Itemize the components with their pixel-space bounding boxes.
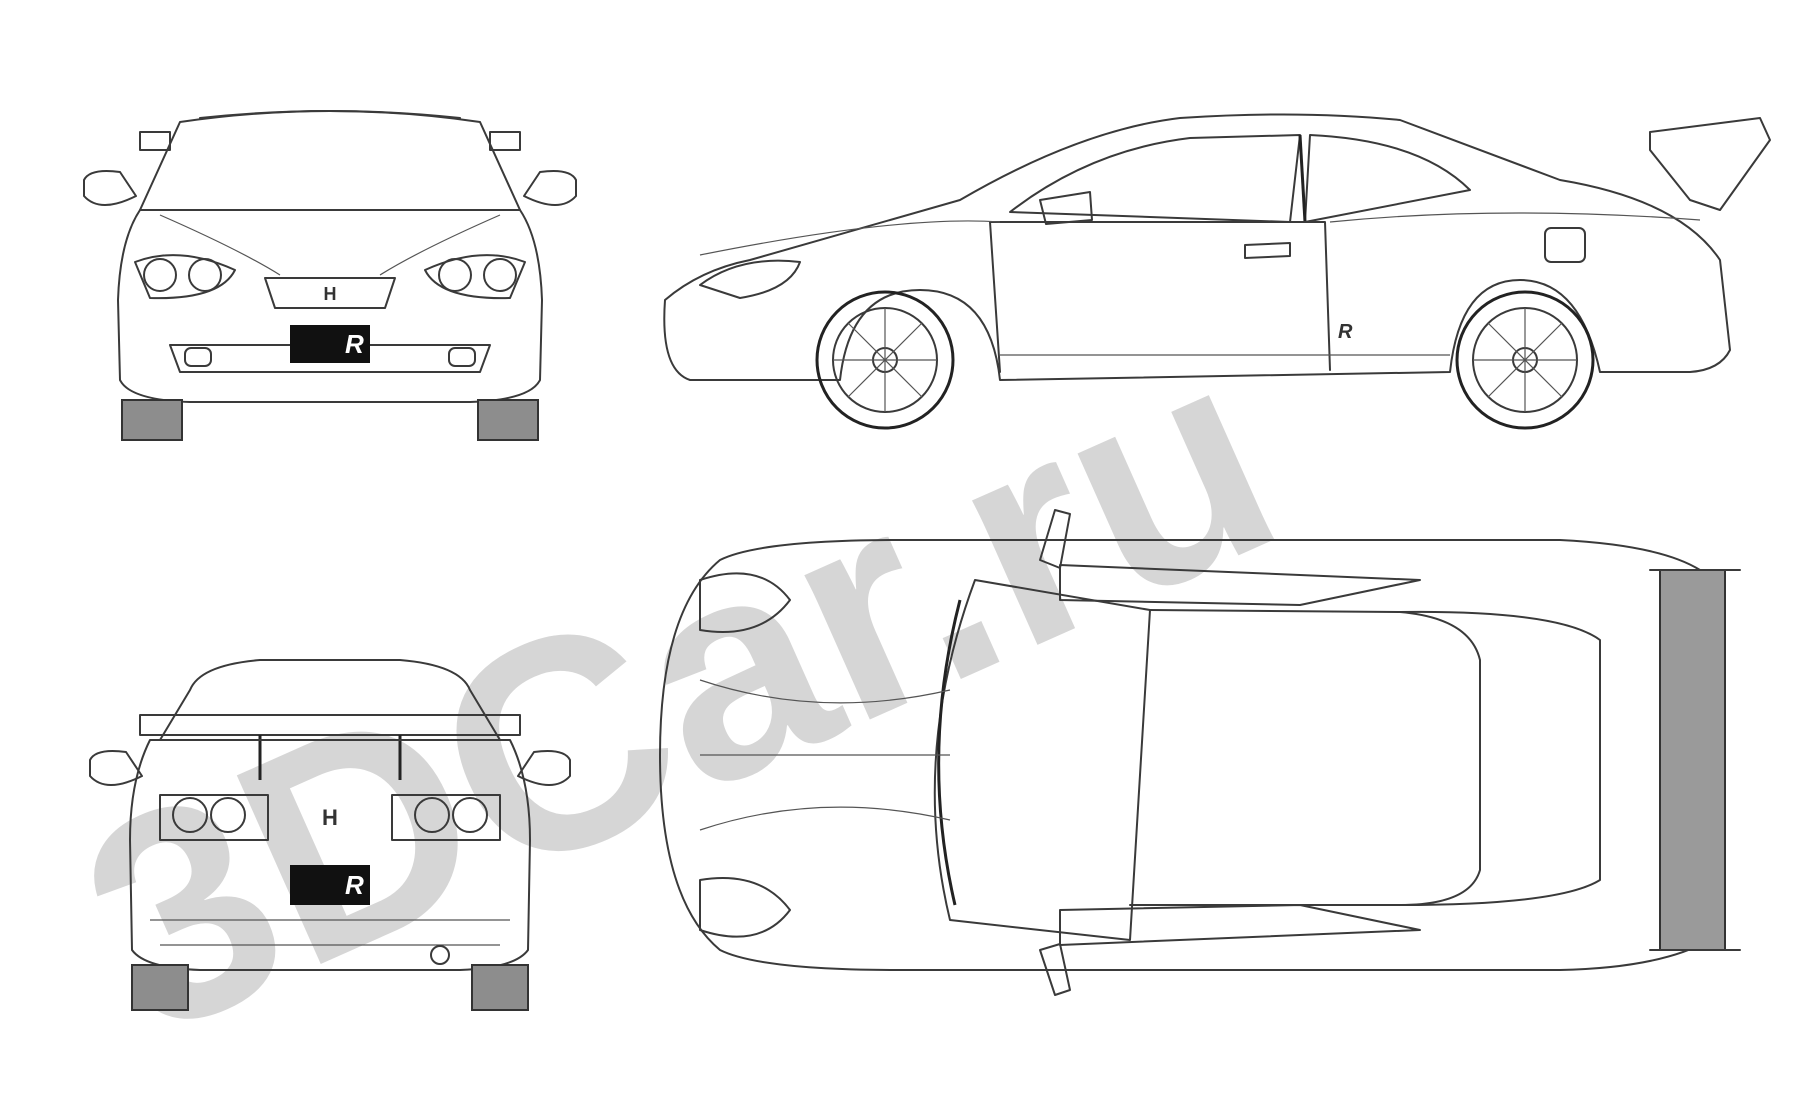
- side-wheel-rear: [1455, 290, 1595, 430]
- front-tyre-left: [121, 399, 183, 441]
- front-plate-badge: R: [345, 329, 364, 359]
- top-rear-wing: [1659, 569, 1726, 951]
- side-b-pillar: [1298, 134, 1307, 223]
- rear-taillight-l2: [210, 797, 246, 833]
- rear-wing-plane: [139, 714, 521, 736]
- rear-view: H R: [89, 659, 571, 1011]
- front-grille: [264, 277, 396, 309]
- front-roofline: [199, 110, 461, 119]
- rear-tyre-left: [131, 964, 189, 1011]
- rear-wing-stands: [258, 735, 402, 780]
- front-bumper-intake: [169, 344, 491, 373]
- rear-taillight-right-housing: [391, 794, 501, 841]
- front-wing-right: [489, 131, 521, 151]
- top-mirror-left: [1039, 509, 1071, 569]
- rear-license-plate: [290, 865, 370, 905]
- rear-taillight-r1: [414, 797, 450, 833]
- front-body: [117, 209, 543, 403]
- top-wiper: [937, 599, 962, 906]
- front-headlight-l1: [143, 258, 177, 292]
- rear-taillight-l1: [172, 797, 208, 833]
- top-view: [659, 509, 1741, 996]
- side-rear-window: [1304, 134, 1471, 223]
- front-tyre-right: [477, 399, 539, 441]
- side-door-lines: [989, 221, 1331, 373]
- front-honda-emblem: H: [324, 284, 337, 304]
- top-rear-glass: [1399, 610, 1601, 906]
- rear-plate-badge: R: [345, 870, 364, 900]
- side-mirror: [1039, 191, 1093, 225]
- side-rear-wing: [1649, 117, 1771, 211]
- front-headlight-l2: [188, 258, 222, 292]
- front-headlight-right-housing: [424, 254, 526, 300]
- front-mirror-left: [83, 170, 137, 206]
- side-door-handle: [1244, 242, 1291, 259]
- rear-exhaust: [430, 945, 450, 965]
- rear-mirror-left: [89, 750, 143, 786]
- front-wing-left: [139, 131, 171, 151]
- rear-honda-emblem: H: [322, 805, 338, 830]
- rear-body: [129, 739, 531, 971]
- front-foglamp-left: [184, 347, 212, 367]
- rear-taillight-r2: [452, 797, 488, 833]
- side-shoulder-line: [699, 212, 1701, 256]
- watermark: 3DCar.ru: [39, 283, 1318, 1099]
- front-headlight-r2: [483, 258, 517, 292]
- front-mirror-right: [523, 170, 577, 206]
- front-headlight-r1: [438, 258, 472, 292]
- rear-tyre-right: [471, 964, 529, 1011]
- side-headlight: [699, 259, 801, 299]
- top-side-window-left: [1059, 564, 1421, 606]
- side-front-window: [1009, 134, 1301, 223]
- watermark-text: 3DCar.ru: [39, 283, 1318, 1099]
- top-wing-endplates: [1649, 569, 1741, 951]
- top-side-window-right: [1059, 904, 1421, 946]
- rear-taillight-left-housing: [159, 794, 269, 841]
- front-headlight-left-housing: [134, 254, 236, 300]
- top-roof: [1129, 609, 1481, 906]
- side-fuel-cap: [1544, 227, 1586, 263]
- rear-mirror-right: [517, 750, 571, 786]
- front-hood-lines: [159, 214, 501, 276]
- top-mirror-right: [1039, 943, 1071, 996]
- top-hood-lines: [699, 679, 951, 831]
- top-windshield: [933, 579, 1151, 941]
- top-headlight-right: [699, 877, 791, 938]
- front-windshield: [139, 110, 521, 211]
- top-headlight-left: [699, 572, 791, 633]
- top-body-outline: [659, 539, 1711, 971]
- front-foglamp-right: [448, 347, 476, 367]
- side-wheel-front: [815, 290, 955, 430]
- side-badge: R: [1338, 321, 1353, 343]
- rear-window: [159, 659, 501, 741]
- rear-bumper-lines: [150, 919, 510, 946]
- front-view: H R: [83, 110, 577, 441]
- front-license-plate: [290, 325, 370, 363]
- side-view: R: [663, 113, 1771, 430]
